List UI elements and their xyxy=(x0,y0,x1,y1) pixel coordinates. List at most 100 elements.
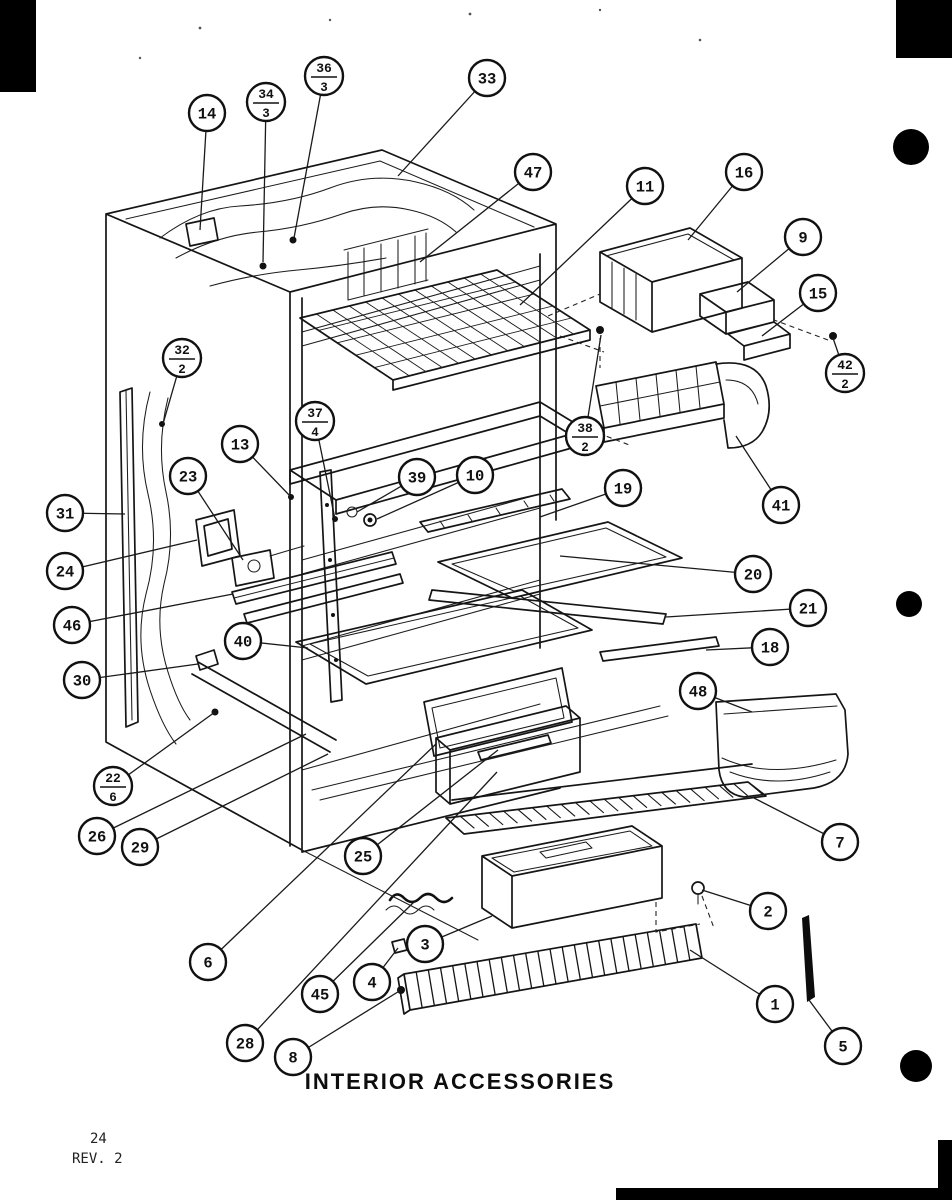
callout-47: 47 xyxy=(513,152,553,192)
callout-part-number: 48 xyxy=(689,684,708,702)
callout-circle-29 xyxy=(120,827,160,867)
line-art-segment xyxy=(690,788,705,802)
callout-circle-5 xyxy=(823,1026,863,1066)
ladder-hole-4 xyxy=(334,658,338,662)
roller-knob xyxy=(691,881,705,895)
line-art-segment xyxy=(474,814,490,827)
callout-20: 20 xyxy=(733,554,773,594)
callout-19: 19 xyxy=(603,468,643,508)
registration-bar-bottom-right xyxy=(938,1140,952,1200)
callout-18: 18 xyxy=(750,627,790,667)
crisper-frame-inner xyxy=(431,677,565,749)
callout-circle-25 xyxy=(343,836,383,876)
line-art-segment xyxy=(318,281,516,331)
line-art-segment xyxy=(698,38,702,42)
glass-shelf xyxy=(437,521,683,599)
callout-part-number: 15 xyxy=(809,286,828,304)
callout-circle-3 xyxy=(405,924,445,964)
registration-bar-bottom xyxy=(616,1188,952,1200)
line-art-segment xyxy=(634,934,642,969)
callout-part-number: 37 xyxy=(307,406,323,421)
callout-31: 31 xyxy=(45,493,85,533)
line-art-segment xyxy=(488,959,496,995)
ice-maker-mold-grid xyxy=(599,365,721,425)
callout-5: 5 xyxy=(823,1026,863,1066)
glass-shelf-inner xyxy=(451,527,667,592)
bottom-shelf-ribs xyxy=(445,781,763,831)
grommet-center xyxy=(367,517,373,523)
callout-42: 422 xyxy=(824,352,866,394)
callout-circle-42 xyxy=(824,352,866,394)
callout-38: 382 xyxy=(564,415,606,457)
gasket-squiggle xyxy=(388,892,454,904)
drip-pan xyxy=(715,693,849,798)
control-bracket xyxy=(231,549,275,587)
callout-quantity: 6 xyxy=(109,791,117,805)
callout-circle-23 xyxy=(168,456,208,496)
shelf-trim-19-ticks xyxy=(439,494,555,528)
callout-part-number: 33 xyxy=(478,71,497,89)
line-art-segment xyxy=(138,56,142,60)
line-art-segment xyxy=(355,305,553,356)
callout-circle-11 xyxy=(625,166,665,206)
ice-bucket xyxy=(599,227,743,333)
line-art-segment xyxy=(332,309,427,373)
callout-4: 4 xyxy=(352,962,392,1002)
callout-circle-36 xyxy=(303,55,345,97)
callout-quantity: 2 xyxy=(581,441,589,455)
line-art-segment xyxy=(525,953,533,989)
callout-circle-32 xyxy=(161,337,203,379)
leader-line-20 xyxy=(559,555,754,575)
crisper-cover-frame xyxy=(295,589,593,685)
callout-quantity: 3 xyxy=(262,107,270,121)
callout-circle-15 xyxy=(798,273,838,313)
callout-37: 374 xyxy=(294,400,336,442)
callout-part-number: 1 xyxy=(770,997,779,1015)
control-knob xyxy=(247,559,261,573)
drawer-slide-rails xyxy=(191,649,337,753)
line-art-segment xyxy=(349,305,443,368)
callout-circle-37 xyxy=(294,400,336,442)
line-art-segment xyxy=(452,965,460,1002)
line-art-segment xyxy=(546,805,562,819)
clip-part xyxy=(391,938,408,954)
callout-circle-28 xyxy=(225,1023,265,1063)
line-art-segment xyxy=(610,938,618,974)
line-art-segment xyxy=(365,301,459,364)
grommet-small xyxy=(346,506,358,518)
callout-part-number: 38 xyxy=(577,421,593,436)
callout-41: 41 xyxy=(761,485,801,525)
crisper-frame xyxy=(423,667,573,757)
line-art-segment xyxy=(445,817,461,831)
line-art-segment xyxy=(585,942,594,978)
shelf-rack xyxy=(343,228,429,301)
kickplate-grille xyxy=(397,923,703,1015)
line-art-segment xyxy=(598,940,606,976)
crisper-cover-inner xyxy=(309,595,579,677)
shelf-support-ladder xyxy=(319,469,343,703)
callout-33: 33 xyxy=(467,58,507,98)
callout-part-number: 16 xyxy=(735,165,754,183)
line-art-segment xyxy=(658,930,667,965)
callout-circle-33 xyxy=(467,58,507,98)
line-art-segment xyxy=(733,783,748,797)
crisper-drawer xyxy=(435,705,581,805)
leader-line-14 xyxy=(199,112,208,231)
callout-part-number: 36 xyxy=(316,61,332,76)
utility-drawer xyxy=(481,825,663,929)
callout-part-number: 29 xyxy=(131,840,150,858)
callout-circle-24 xyxy=(45,551,85,591)
line-art-segment xyxy=(718,785,734,798)
callout-1: 1 xyxy=(755,984,795,1024)
drawer-handle-trim xyxy=(477,734,552,761)
assembly-dashed-lines xyxy=(547,293,829,933)
shelf-front-rail-inner xyxy=(233,557,395,599)
callout-part-number: 24 xyxy=(56,564,75,582)
callout-part-number: 39 xyxy=(408,470,427,488)
line-art-segment xyxy=(575,802,590,815)
callout-quantity: 3 xyxy=(320,81,328,95)
left-insulation xyxy=(140,391,191,745)
callout-circle-45 xyxy=(300,974,340,1014)
